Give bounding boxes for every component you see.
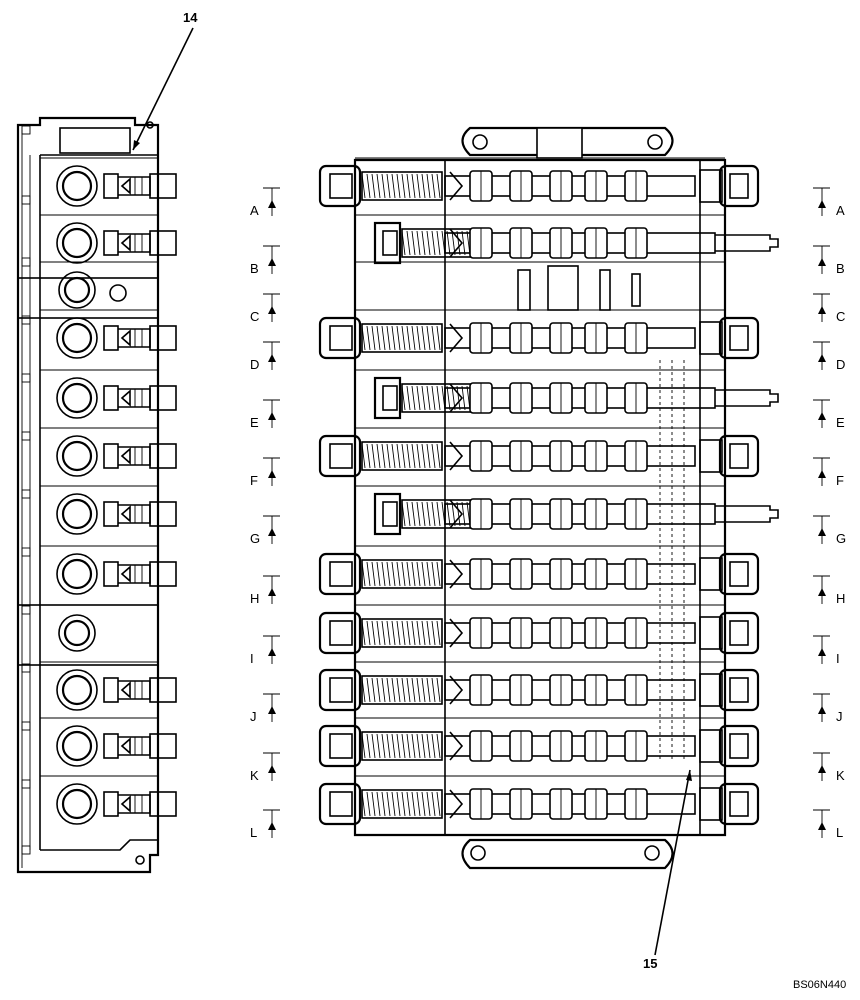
side-port-row (40, 214, 177, 264)
side-port-row (40, 157, 177, 207)
section-marker-right-j: J (813, 693, 843, 724)
section-marker-right-g: G (813, 515, 846, 546)
spring (361, 620, 441, 646)
section-marker-left-l: L (250, 809, 280, 840)
section-marker-left-i: I (250, 635, 280, 666)
side-port-row (40, 661, 177, 711)
side-port-row (40, 775, 177, 825)
section-marker-left-a: A (250, 187, 280, 218)
callout-15-label: 15 (643, 956, 657, 971)
spool-section (318, 775, 760, 826)
spring (361, 791, 441, 817)
side-port-row (40, 717, 177, 767)
section-marker-left-f: F (250, 457, 280, 488)
section-label-left: G (250, 531, 260, 546)
spool-section (355, 485, 779, 536)
section-label-right: L (836, 825, 843, 840)
spool-section (318, 545, 760, 596)
spool-section (318, 604, 760, 655)
section-marker-right-b: B (813, 245, 845, 276)
section-label-right: A (836, 203, 845, 218)
section-marker-right-f: F (813, 457, 844, 488)
section-marker-left-e: E (250, 399, 280, 430)
section-label-left: F (250, 473, 258, 488)
valve-section-view (318, 126, 779, 870)
section-label-left: J (250, 709, 257, 724)
section-label-right: I (836, 651, 840, 666)
side-port-row (40, 309, 177, 359)
section-label-right: D (836, 357, 845, 372)
section-marker-right-k: K (813, 752, 845, 783)
section-label-left: I (250, 651, 254, 666)
figure-code: BS06N440 (793, 979, 846, 991)
spool-section (318, 661, 760, 712)
section-marker-right-c: C (813, 293, 845, 324)
spool-section (318, 157, 760, 208)
section-label-left: K (250, 768, 259, 783)
section-marker-left-g: G (250, 515, 280, 546)
section-label-right: K (836, 768, 845, 783)
callout-14: 14 (132, 10, 198, 151)
section-marker-left-d: D (250, 341, 280, 372)
section-marker-right-e: E (813, 399, 845, 430)
section-label-right: F (836, 473, 844, 488)
section-label-left: H (250, 591, 259, 606)
spring (361, 561, 441, 587)
spool-section (355, 214, 779, 265)
spool-section (355, 369, 779, 420)
side-port-row (40, 261, 158, 309)
spring (401, 385, 481, 411)
section-marker-right-h: H (813, 575, 845, 606)
section-markers-left: A B C D E F G H I J K L (250, 187, 280, 840)
spool-section (318, 309, 760, 360)
side-port-row (40, 545, 177, 595)
spring (361, 677, 441, 703)
section-label-left: E (250, 415, 259, 430)
section-marker-left-h: H (250, 575, 280, 606)
side-view (16, 116, 177, 874)
spring (401, 230, 481, 256)
side-port-row (40, 427, 177, 477)
section-label-right: E (836, 415, 845, 430)
section-marker-right-a: A (813, 187, 845, 218)
section-label-left: A (250, 203, 259, 218)
section-marker-right-l: L (813, 809, 843, 840)
callout-14-label: 14 (183, 10, 198, 25)
section-label-right: G (836, 531, 846, 546)
section-label-left: B (250, 261, 259, 276)
section-label-left: C (250, 309, 259, 324)
section-markers-right: A B C D E F G H I J K L (813, 187, 846, 840)
side-port-row (40, 485, 177, 535)
section-label-right: C (836, 309, 845, 324)
section-marker-left-b: B (250, 245, 280, 276)
side-port-row (40, 604, 158, 652)
section-marker-right-d: D (813, 341, 845, 372)
spool-section (318, 427, 760, 478)
side-port-row (40, 369, 177, 419)
spool-section (318, 717, 760, 768)
spring (361, 325, 441, 351)
spring (361, 173, 441, 199)
section-marker-left-c: C (250, 293, 280, 324)
section-label-left: L (250, 825, 257, 840)
section-label-right: J (836, 709, 843, 724)
section-marker-right-i: I (813, 635, 840, 666)
spring (361, 443, 441, 469)
section-label-left: D (250, 357, 259, 372)
spool-section (355, 261, 725, 311)
callout-15: 15 (643, 769, 692, 971)
section-label-right: H (836, 591, 845, 606)
spring (361, 733, 441, 759)
section-label-right: B (836, 261, 845, 276)
spring (401, 501, 481, 527)
section-marker-left-j: J (250, 693, 280, 724)
section-marker-left-k: K (250, 752, 280, 783)
